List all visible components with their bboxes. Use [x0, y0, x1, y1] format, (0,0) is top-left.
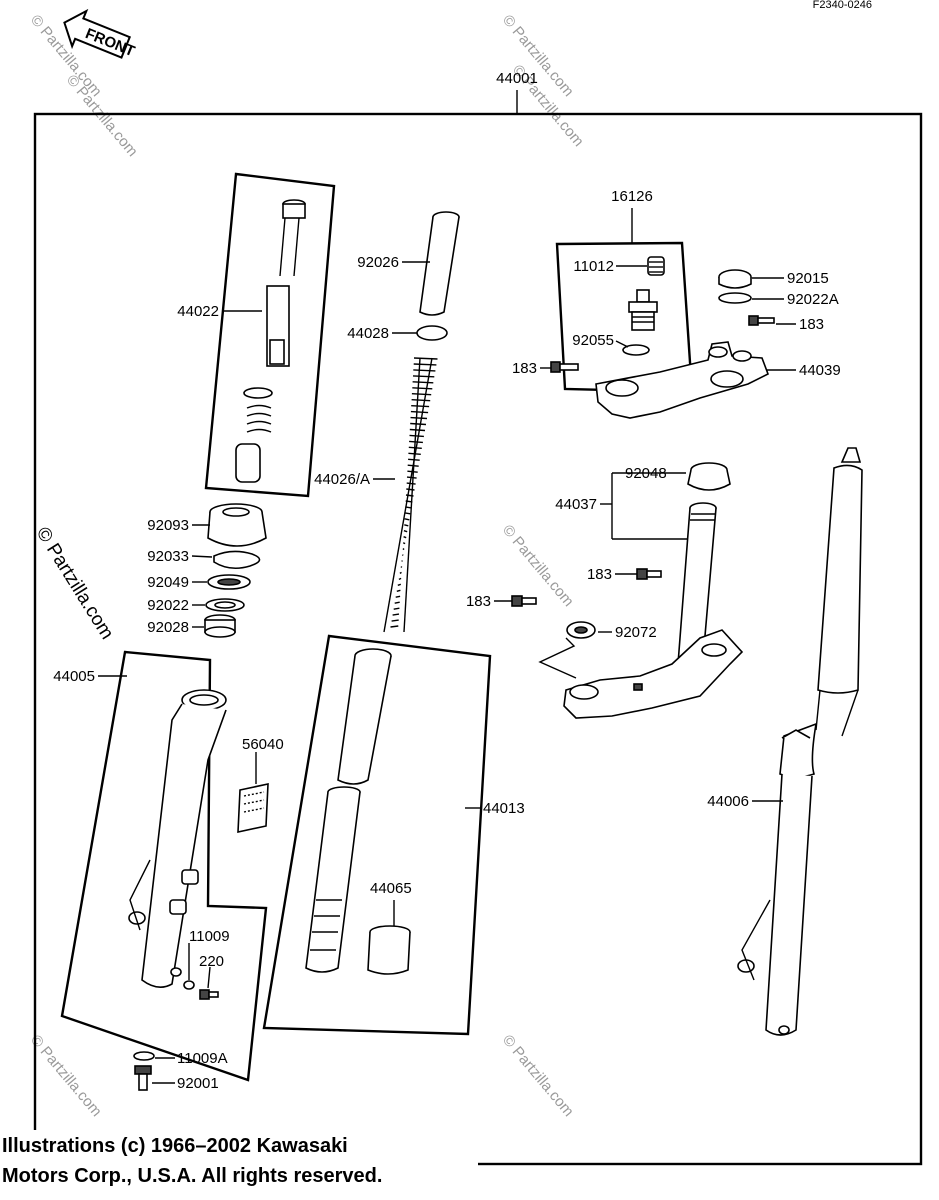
outer-tube-part — [128, 689, 227, 988]
part-label-183: 183 — [799, 316, 824, 333]
watermark: © Partzilla.com — [499, 522, 577, 610]
part-label-183: 183 — [466, 593, 491, 610]
part-label-44065: 44065 — [370, 880, 412, 897]
part-label-44005: 44005 — [53, 668, 95, 685]
copyright-line-2: Motors Corp., U.S.A. All rights reserved… — [2, 1165, 382, 1187]
copyright-line-1: Illustrations (c) 1966–2002 Kawasaki — [2, 1135, 348, 1157]
group-outline-44013 — [262, 634, 492, 1036]
gasket-11009-part — [183, 980, 195, 990]
air-valve-cap-part — [647, 256, 665, 276]
part-label-11012: 11012 — [573, 258, 614, 275]
part-label-44001: 44001 — [496, 70, 538, 87]
drain-screw-220-part — [199, 989, 219, 1000]
copyright-backdrop — [0, 1130, 478, 1194]
bolt-183-part — [550, 361, 579, 373]
fork-spring-part — [383, 357, 438, 633]
part-label-183: 183 — [512, 360, 537, 377]
part-label-92033: 92033 — [147, 548, 189, 565]
part-label-44006: 44006 — [707, 793, 749, 810]
upper-bracket-part — [595, 341, 770, 419]
part-label-220: 220 — [199, 953, 224, 970]
part-label-183: 183 — [587, 566, 612, 583]
part-label-44028: 44028 — [347, 325, 389, 342]
part-label-92048: 92048 — [625, 465, 667, 482]
part-label-92026: 92026 — [357, 254, 399, 271]
bolt-183-part — [748, 315, 775, 326]
part-label-92028: 92028 — [147, 619, 189, 636]
oil-seal-92049-part — [207, 574, 251, 590]
group-outline-44005 — [60, 650, 268, 1082]
part-label-92015: 92015 — [787, 270, 829, 287]
part-label-92072: 92072 — [615, 624, 657, 641]
stem-seal-92048-part — [687, 462, 731, 491]
part-label-92049: 92049 — [147, 574, 189, 591]
dust-seal-part — [207, 503, 267, 547]
fork-top-plug-part — [628, 289, 658, 331]
washer-44028-part — [416, 325, 448, 341]
part-label-11009: 11009 — [189, 928, 230, 945]
part-label-56040: 56040 — [242, 736, 284, 753]
inner-tube-part — [305, 648, 392, 973]
part-label-11009A: 11009A — [177, 1050, 228, 1067]
watermarks: © Partzilla.com © Partzilla.com © Partzi… — [27, 12, 587, 1120]
watermark: © Partzilla.com — [27, 1032, 105, 1120]
part-label-92001: 92001 — [177, 1075, 219, 1092]
part-label-16126: 16126 — [611, 188, 653, 205]
warning-label-56040-part — [237, 783, 269, 833]
damper-rod-part — [235, 199, 306, 483]
fork-spacer-part — [419, 211, 460, 316]
cable-clamp-92072-part — [566, 621, 596, 639]
steering-stem-part — [563, 502, 744, 719]
part-label-92055: 92055 — [572, 332, 614, 349]
washer-92022-part — [205, 598, 245, 612]
slide-bushing-44065-part — [367, 925, 411, 975]
steering-stem-nut-part — [718, 269, 752, 289]
bolt-183-part — [511, 595, 537, 607]
diagram-reference-code: F2340-0246 — [813, 0, 872, 11]
part-label-44039: 44039 — [799, 362, 841, 379]
bushing-92028-part — [204, 614, 236, 638]
part-label-92093: 92093 — [147, 517, 189, 534]
bolt-92001-part — [134, 1065, 152, 1091]
part-label-92022A: 92022A — [787, 291, 839, 308]
part-label-92022: 92022 — [147, 597, 189, 614]
front-fork-assembly-part — [737, 447, 863, 1036]
gasket-11009A-part — [133, 1051, 155, 1061]
group-outline-44022 — [204, 172, 336, 498]
part-label-44026A: 44026/A — [314, 471, 370, 488]
o-ring-92055-part — [622, 344, 650, 356]
part-label-44037: 44037 — [555, 496, 597, 513]
part-label-44013: 44013 — [483, 800, 525, 817]
bolt-183-part — [636, 568, 662, 580]
watermark: © Partzilla.com — [499, 1032, 577, 1120]
washer-92022A-part — [718, 292, 752, 304]
part-label-44022: 44022 — [177, 303, 219, 320]
watermark: © Partzilla.com — [32, 524, 118, 644]
retaining-ring-92033-part — [213, 550, 261, 570]
